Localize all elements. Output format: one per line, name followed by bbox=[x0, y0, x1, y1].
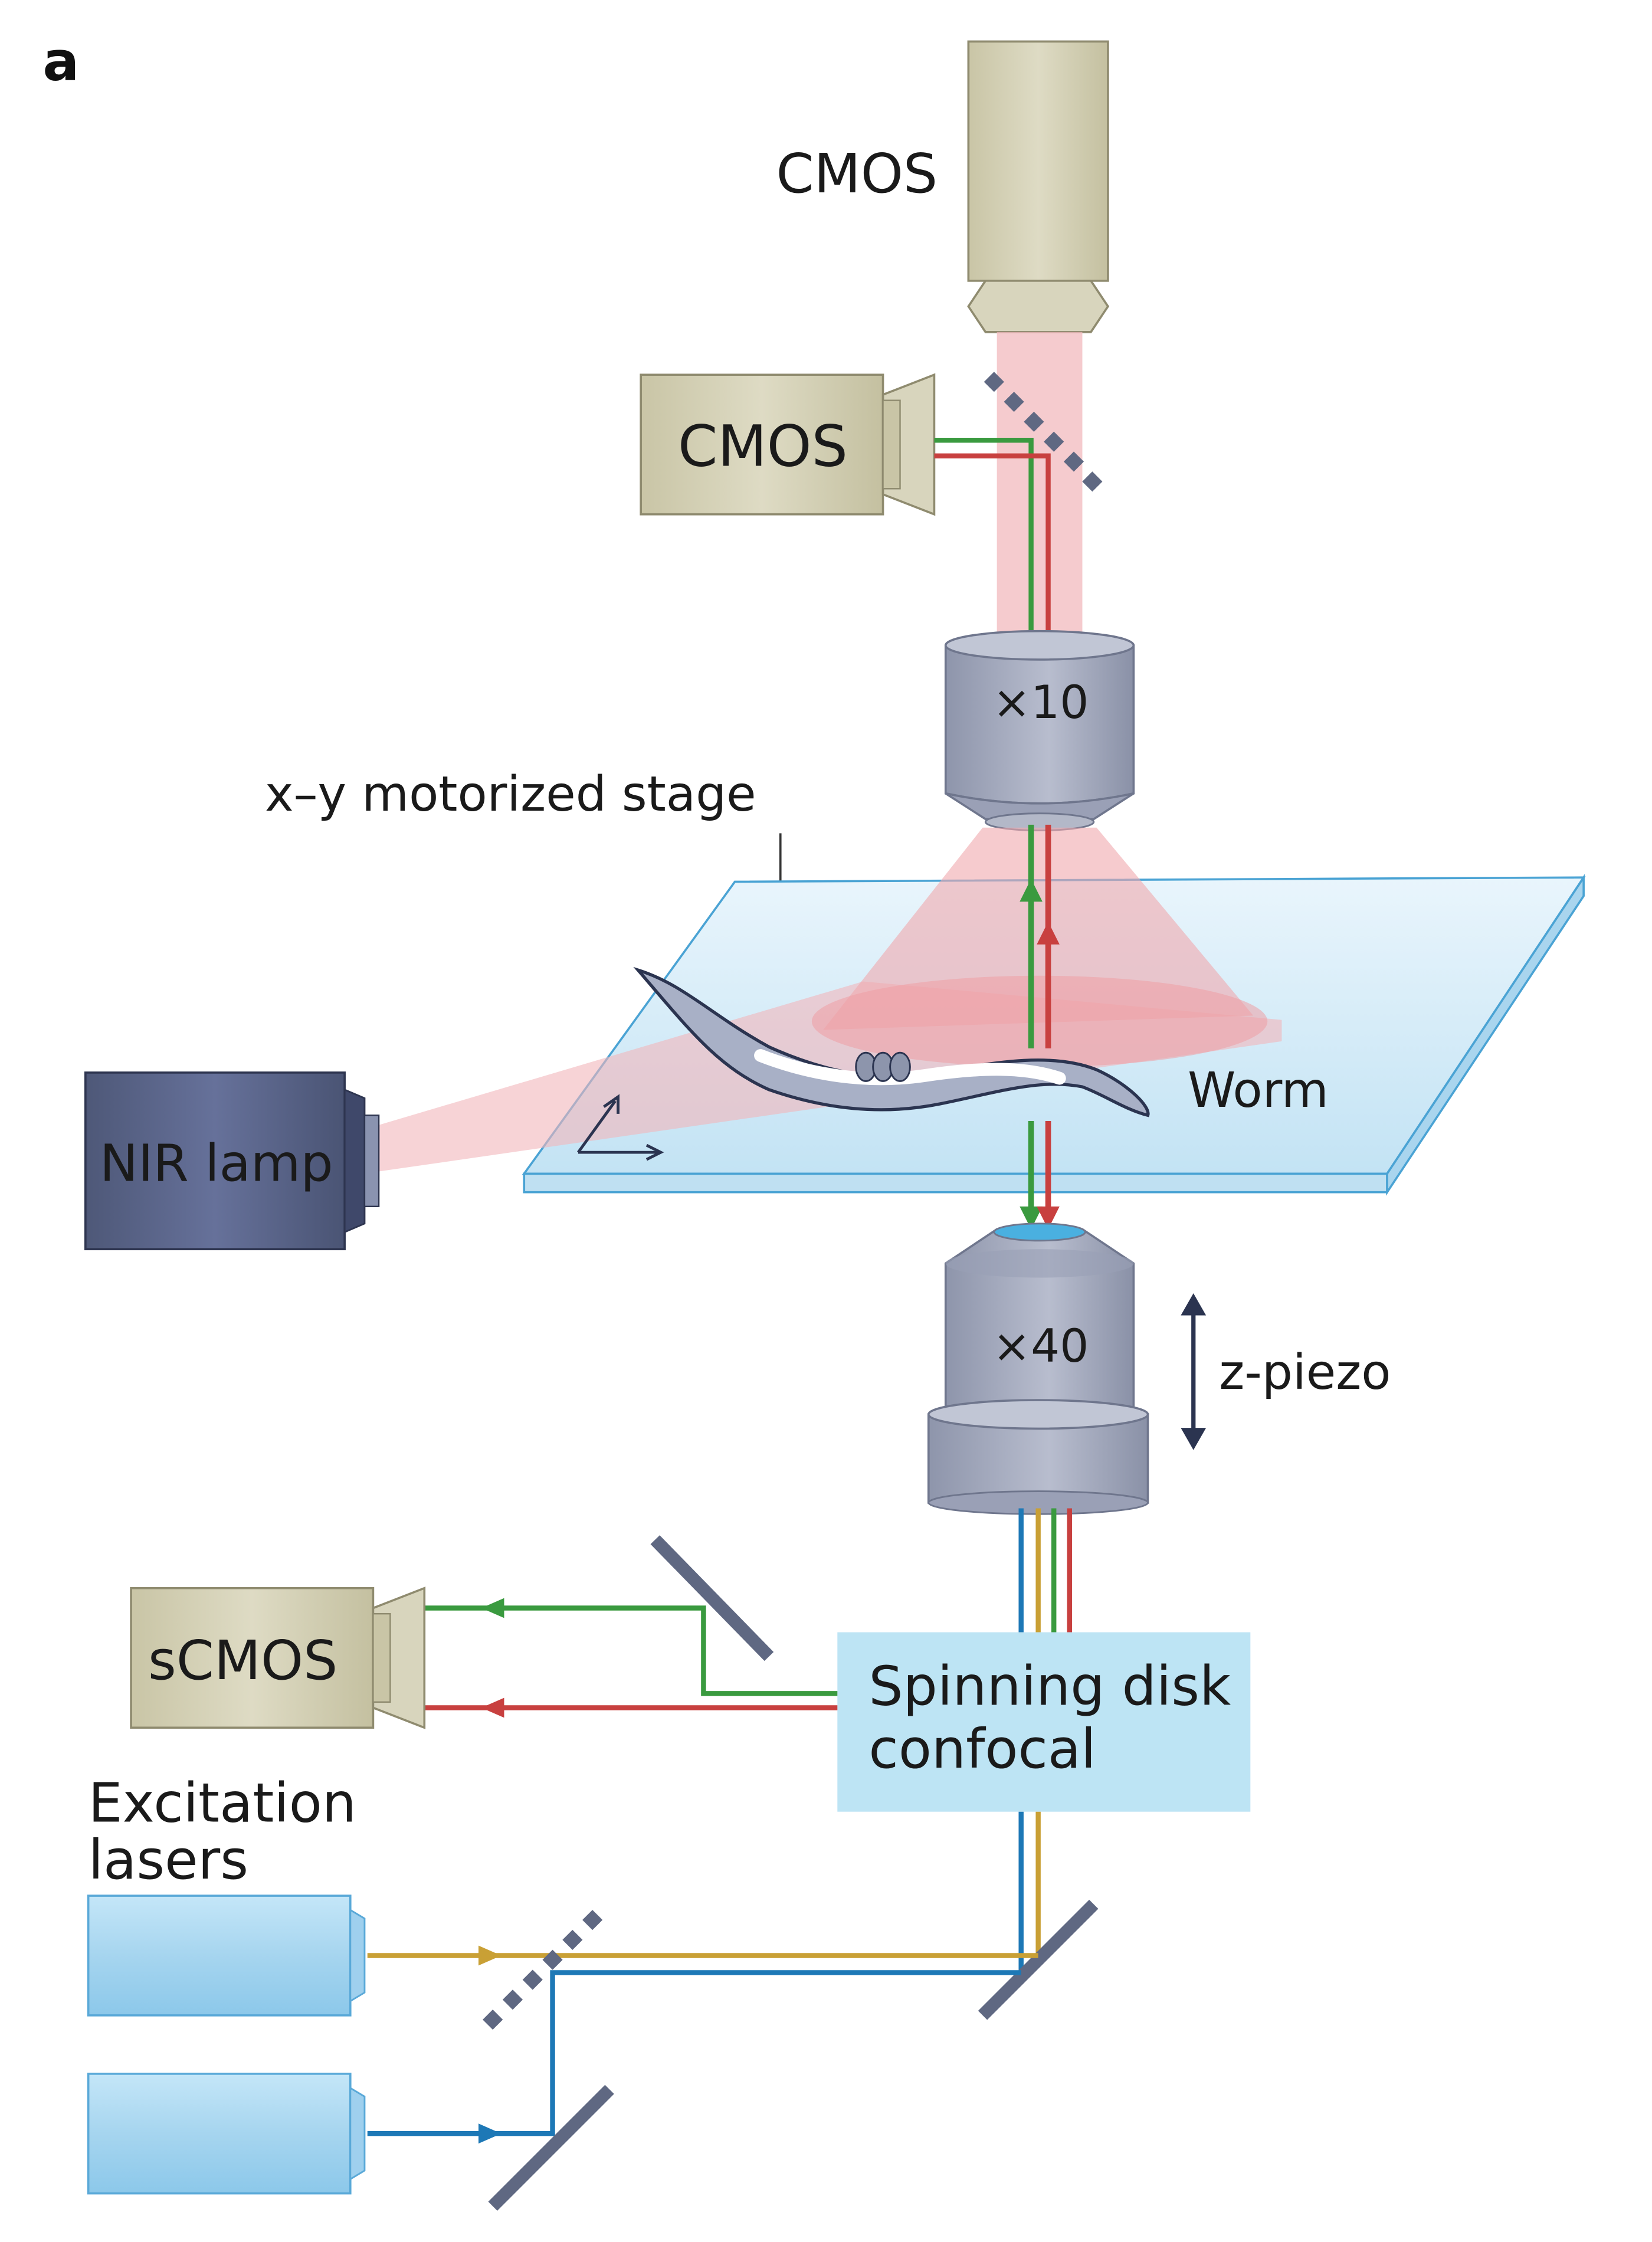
objective-40x-label: ×40 bbox=[992, 1320, 1089, 1373]
illumination-spot bbox=[811, 975, 1268, 1067]
excitation-label-line2: lasers bbox=[88, 1828, 248, 1892]
objective-10x-label: ×10 bbox=[992, 676, 1089, 729]
confocal-label-line2: confocal bbox=[868, 1717, 1096, 1781]
panel-letter: a bbox=[42, 30, 79, 93]
nir-lamp bbox=[84, 1071, 380, 1251]
red-path-upper bbox=[934, 453, 1051, 634]
lower-dichroic-mirror bbox=[483, 1910, 603, 2030]
scmos-label: sCMOS bbox=[148, 1629, 337, 1692]
yellow-arrowhead bbox=[478, 1945, 502, 1966]
z-piezo-arrow bbox=[1181, 1293, 1207, 1450]
scmos-mirror bbox=[650, 1535, 774, 1661]
green-arrowhead bbox=[481, 1598, 504, 1618]
laser-1 bbox=[87, 1894, 366, 2017]
objective-40x bbox=[927, 1222, 1149, 1515]
spinning-disk-confocal bbox=[837, 1632, 1251, 1812]
scmos-camera bbox=[130, 1587, 426, 1729]
top-cmos-camera bbox=[967, 40, 1110, 333]
paths-to-confocal bbox=[1018, 1508, 1072, 1633]
emission-paths-middle bbox=[1020, 824, 1060, 1230]
worm-icon bbox=[633, 966, 1150, 1117]
xy-axes-icon bbox=[577, 1094, 664, 1161]
ir-beam-column bbox=[997, 332, 1083, 634]
objective-light-cone bbox=[823, 827, 1254, 1030]
nir-lamp-label: NIR lamp bbox=[100, 1133, 333, 1193]
excitation-label-line1: Excitation bbox=[88, 1772, 356, 1835]
stage-label: x–y motorized stage bbox=[265, 766, 756, 822]
blue-arrowhead bbox=[478, 2123, 502, 2144]
side-cmos-camera bbox=[640, 373, 936, 516]
bottom-mirror bbox=[488, 2084, 614, 2211]
cmos-top-label: CMOS bbox=[776, 142, 938, 205]
blue-laser-path bbox=[367, 1970, 1021, 2136]
lower-right-mirror bbox=[978, 1899, 1099, 2020]
green-path-scmos bbox=[424, 1605, 838, 1696]
red-arrowhead bbox=[481, 1697, 504, 1718]
z-piezo-label: z-piezo bbox=[1219, 1345, 1391, 1401]
objective-10x bbox=[944, 630, 1135, 832]
laser-2 bbox=[87, 2073, 366, 2195]
cmos-side-label: CMOS bbox=[678, 413, 848, 480]
confocal-label-line1: Spinning disk bbox=[868, 1655, 1231, 1718]
green-path-upper bbox=[934, 437, 1034, 634]
worm-label: Worm bbox=[1188, 1063, 1329, 1119]
